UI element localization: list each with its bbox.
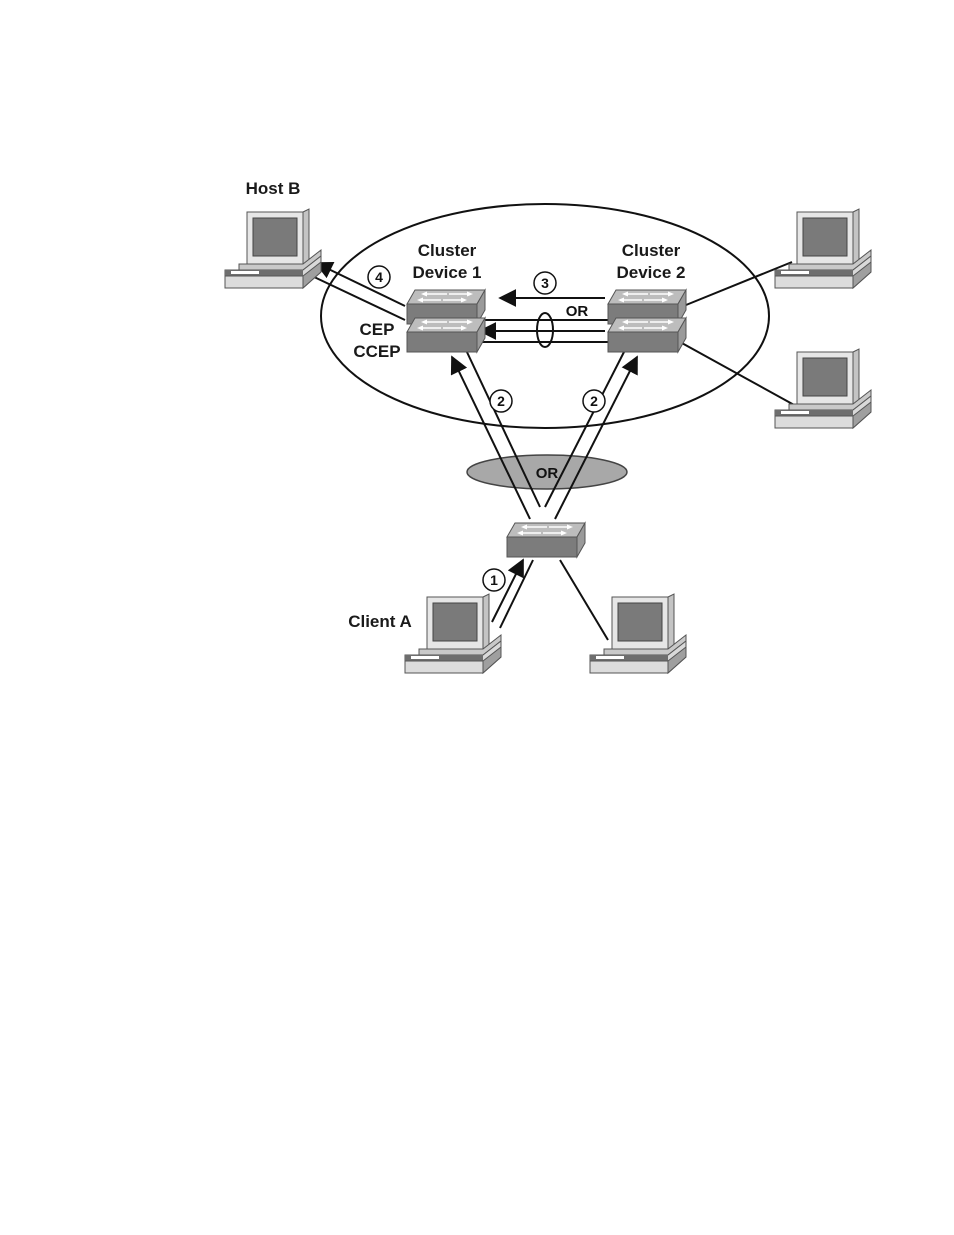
step-1-marker: 1 [483,569,505,591]
cluster-device-2-label-line2: Device 2 [617,263,686,282]
step-3-marker: 3 [534,272,556,294]
or-label-top: OR [566,303,589,320]
cluster-device-1-label-line1: Cluster [418,241,477,260]
host-right-bottom-laptop [775,349,871,428]
step-4-marker: 4 [368,266,390,288]
step-2-left-marker: 2 [490,390,512,412]
cluster-device-2-label-line1: Cluster [622,241,681,260]
ccep-label: CCEP [353,342,400,361]
host-b-laptop [225,209,321,288]
host-right-bottom-link [680,342,796,406]
uplinks [452,350,637,519]
access-switch [507,523,585,557]
step-2-right-marker: 2 [583,390,605,412]
cluster-boundary [321,204,769,428]
cluster-device-2-switch-bottom [608,318,686,352]
step-2-right-label: 2 [590,393,598,409]
client-right-link [560,560,608,640]
host-b-label: Host B [246,179,301,198]
cep-label: CEP [360,320,395,339]
step-1-label: 1 [490,572,498,588]
step-3-label: 3 [541,275,549,291]
step-2-left-label: 2 [497,393,505,409]
client-a-laptop [405,594,501,673]
cluster-device-1-label-line2: Device 1 [413,263,482,282]
cluster-device-1-switch-bottom [407,318,485,352]
step-4-label: 4 [375,269,383,285]
host-right-top-laptop [775,209,871,288]
client-a-label: Client A [348,612,412,631]
or-label-bottom: OR [536,465,559,482]
